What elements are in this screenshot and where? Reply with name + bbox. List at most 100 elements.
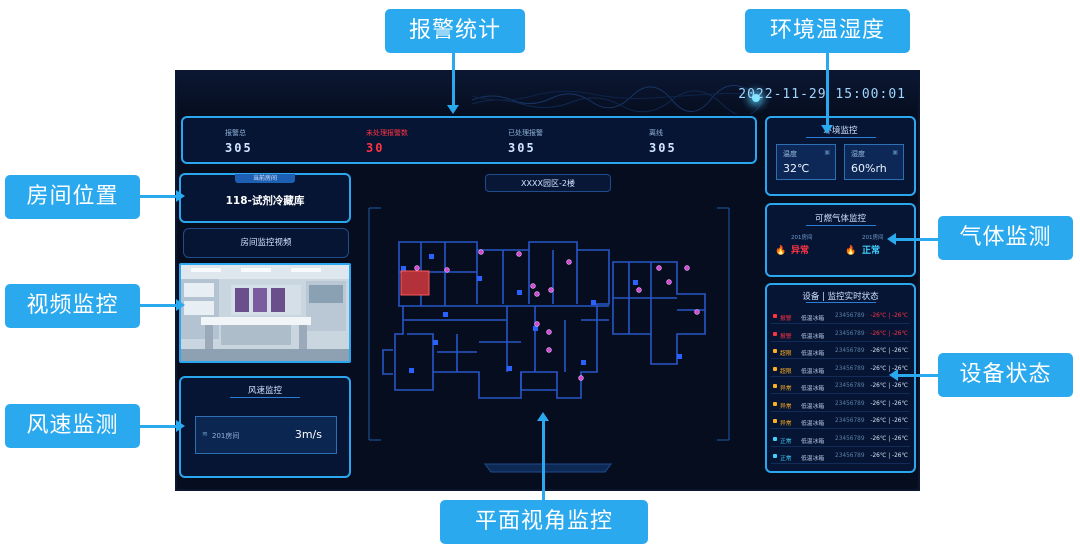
device-row[interactable]: 超限 低温冰箱 23456789 -26℃ | -26℃ bbox=[771, 362, 910, 377]
device-temp: -26℃ | -26℃ bbox=[870, 418, 908, 424]
callout-gas-monitoring: 气体监测 bbox=[938, 216, 1073, 260]
device-temp: -26℃ | -26℃ bbox=[870, 365, 908, 372]
callout-env-temp-humidity: 环境温湿度 bbox=[745, 9, 910, 53]
room-video-title: 房间监控视频 bbox=[240, 238, 292, 248]
device-temp: -26℃ | -26℃ bbox=[870, 313, 908, 319]
alarm-offline-label: 离线 bbox=[649, 129, 663, 137]
arrow-head bbox=[887, 233, 896, 245]
wind-reading-box[interactable]: ≋ 201房间 3m/s bbox=[195, 416, 337, 454]
device-code: 23456789 bbox=[835, 418, 865, 424]
alarm-unhandled[interactable]: 未处理报警数 30 bbox=[366, 128, 408, 155]
status-dot bbox=[773, 314, 777, 318]
device-temp: -26℃ | -26℃ bbox=[870, 348, 908, 354]
device-temp: -26℃ | -26℃ bbox=[870, 400, 908, 407]
callout-room-location: 房间位置 bbox=[5, 175, 140, 219]
status-dot bbox=[773, 384, 777, 388]
wind-monitor-panel: 风速监控 ≋ 201房间 3m/s bbox=[179, 376, 351, 478]
arrow-head bbox=[176, 420, 185, 432]
gas-sensor-left[interactable]: 201房间 异常 bbox=[791, 233, 813, 256]
callout-plan-view-monitoring: 平面视角监控 bbox=[440, 500, 648, 544]
device-status-text: 报警 bbox=[780, 316, 792, 322]
device-name: 低温冰箱 bbox=[801, 456, 825, 462]
device-status-title: 设备 | 监控实时状态 bbox=[802, 292, 879, 302]
wind-room-label: 201房间 bbox=[212, 432, 240, 440]
device-name: 低温冰箱 bbox=[801, 403, 825, 410]
device-status-text: 超限 bbox=[780, 368, 792, 375]
callout-alarm-stats: 报警统计 bbox=[385, 9, 525, 53]
device-status-text: 报警 bbox=[780, 333, 792, 340]
wind-speed-value: 3m/s bbox=[294, 428, 322, 441]
status-dot bbox=[773, 454, 777, 458]
device-status-text: 正常 bbox=[780, 456, 792, 462]
arrow-head bbox=[537, 412, 549, 421]
current-room-highlight[interactable] bbox=[400, 270, 430, 296]
arrow-head bbox=[176, 299, 185, 311]
humidity-corner-icon: ▣ bbox=[892, 149, 898, 156]
arrow-head bbox=[821, 125, 833, 134]
device-temp: -26℃ | -26℃ bbox=[870, 383, 908, 389]
floor-plan-map[interactable] bbox=[177, 72, 920, 491]
env-title-underline bbox=[805, 137, 876, 138]
device-temp: -26℃ | -26℃ bbox=[870, 453, 908, 459]
map-title: XXXX园区-2楼 bbox=[521, 179, 575, 188]
status-dot bbox=[773, 401, 777, 406]
datetime-display: 2022-11-29 15:00:01 bbox=[738, 87, 906, 102]
temperature-card[interactable]: 温度 ▣ 32℃ bbox=[776, 144, 836, 180]
status-dot bbox=[773, 419, 777, 423]
wind-title-underline bbox=[230, 397, 300, 398]
current-room-name: 118-试剂冷藏库 bbox=[225, 195, 305, 207]
arrow-device bbox=[898, 374, 938, 377]
status-dot bbox=[773, 436, 777, 441]
device-status-text: 正常 bbox=[780, 438, 792, 445]
status-dot bbox=[773, 331, 777, 336]
map-header: XXXX园区-2楼 bbox=[485, 174, 611, 192]
alarm-total[interactable]: 报警总 305 bbox=[225, 128, 253, 155]
device-name: 低温冰箱 bbox=[801, 368, 825, 375]
humidity-card[interactable]: 湿度 ▣ 60%rh bbox=[844, 144, 904, 180]
env-monitor-title: 环境监控 bbox=[823, 126, 858, 136]
alarm-offline-value: 305 bbox=[649, 141, 677, 155]
gas-right-value: 正常 bbox=[862, 246, 881, 256]
device-name: 低温冰箱 bbox=[801, 333, 825, 340]
device-code: 23456789 bbox=[835, 435, 865, 442]
alarm-stats-panel: 报警总 305 未处理报警数 30 已处理报警 305 离线 305 bbox=[181, 116, 757, 164]
arrow-plan-view bbox=[542, 420, 545, 500]
device-title-underline bbox=[805, 302, 876, 303]
device-name: 低温冰箱 bbox=[801, 316, 825, 322]
callout-wind-monitoring: 风速监测 bbox=[5, 404, 140, 448]
alarm-unhandled-label: 未处理报警数 bbox=[366, 129, 408, 137]
arrow-room bbox=[140, 195, 177, 198]
gas-right-label: 201房间 bbox=[862, 235, 884, 241]
arrow-head bbox=[176, 190, 185, 202]
alarm-handled-value: 305 bbox=[508, 141, 536, 155]
device-name: 低温冰箱 bbox=[801, 421, 825, 427]
alarm-handled[interactable]: 已处理报警 305 bbox=[508, 128, 543, 155]
device-row[interactable]: 报警 低温冰箱 23456789 -26℃ | -26℃ bbox=[771, 309, 910, 324]
device-code: 23456789 bbox=[835, 365, 865, 372]
alarm-total-value: 305 bbox=[225, 141, 253, 155]
device-status-text: 异常 bbox=[780, 421, 792, 427]
arrow-head bbox=[889, 369, 898, 381]
arrow-env bbox=[826, 53, 829, 126]
arrow-video bbox=[140, 304, 177, 307]
gas-sensor-right[interactable]: 201房间 正常 bbox=[862, 233, 884, 256]
gas-left-label: 201房间 bbox=[791, 235, 813, 241]
current-room-tag: 当前房间 bbox=[235, 174, 295, 183]
flame-icon: 🔥 bbox=[775, 246, 787, 256]
device-row[interactable]: 异常 低温冰箱 23456789 -26℃ | -26℃ bbox=[771, 414, 910, 429]
device-status-text: 超限 bbox=[780, 351, 792, 357]
device-name: 低温冰箱 bbox=[801, 351, 825, 357]
lab-video-frame bbox=[181, 265, 349, 361]
temperature-value: 32℃ bbox=[783, 162, 810, 175]
device-code: 23456789 bbox=[835, 313, 865, 319]
header-wave-decoration bbox=[472, 85, 762, 114]
video-feed-panel[interactable] bbox=[179, 263, 351, 363]
alarm-offline[interactable]: 离线 305 bbox=[649, 128, 677, 155]
